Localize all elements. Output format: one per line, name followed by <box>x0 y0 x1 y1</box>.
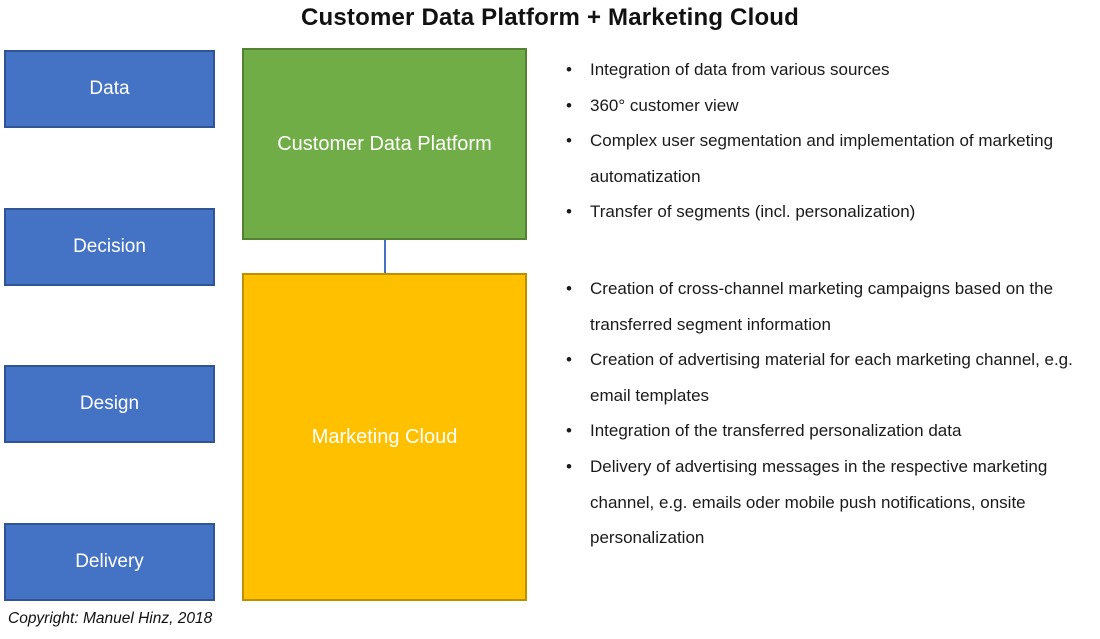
marketing-cloud-bullet-item: Integration of the transferred personali… <box>563 413 1100 449</box>
stage-label-design: Design <box>79 393 140 415</box>
marketing-cloud-box: Marketing Cloud <box>242 273 527 601</box>
connector-line <box>383 240 386 273</box>
stage-box-delivery: Delivery <box>4 522 215 601</box>
customer-data-platform-label: Customer Data Platform <box>277 132 492 155</box>
stages-column: Data Decision Design Delivery <box>4 50 215 601</box>
cdp-bullet-item: Complex user segmentation and implementa… <box>563 123 1100 194</box>
stage-box-data: Data <box>4 50 215 128</box>
cdp-bullet-item: Transfer of segments (incl. personalizat… <box>563 194 1100 230</box>
cdp-bullet-list: Integration of data from various sources… <box>563 52 1100 230</box>
marketing-cloud-label: Marketing Cloud <box>311 425 458 448</box>
stage-box-decision: Decision <box>4 207 215 286</box>
stage-box-design: Design <box>4 365 215 444</box>
page-title: Customer Data Platform + Marketing Cloud <box>300 4 800 31</box>
stage-label-data: Data <box>89 78 130 99</box>
platforms-column: Customer Data Platform Marketing Cloud <box>242 48 527 601</box>
stage-label-decision: Decision <box>73 235 146 257</box>
customer-data-platform-box: Customer Data Platform <box>242 48 527 240</box>
copyright-text: Copyright: Manuel Hinz, 2018 <box>8 610 213 627</box>
marketing-cloud-bullet-item: Delivery of advertising messages in the … <box>563 449 1100 556</box>
cdp-bullet-item: Integration of data from various sources <box>563 52 1100 88</box>
cdp-bullet-item: 360° customer view <box>563 88 1100 124</box>
stage-label-delivery: Delivery <box>75 550 144 572</box>
marketing-cloud-bullet-item: Creation of advertising material for eac… <box>563 342 1100 413</box>
marketing-cloud-bullet-list: Creation of cross-channel marketing camp… <box>563 271 1100 556</box>
marketing-cloud-bullet-item: Creation of cross-channel marketing camp… <box>563 271 1100 342</box>
